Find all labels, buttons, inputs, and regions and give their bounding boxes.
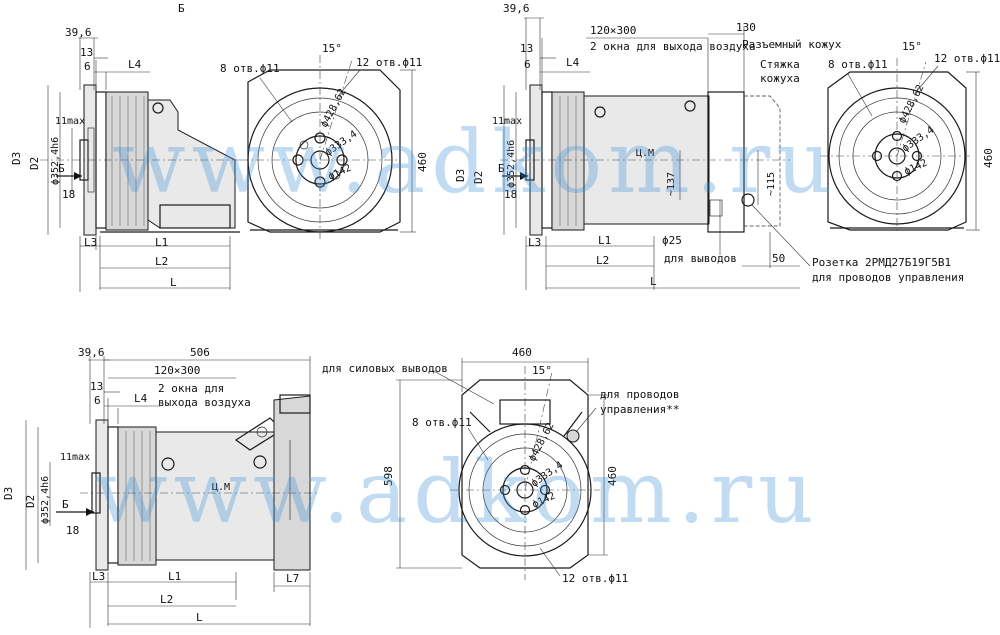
- view1-end-angle15: 15°: [322, 42, 342, 55]
- view3-dim-d3: D3: [2, 487, 15, 500]
- view3-dim-window: 120×300: [154, 364, 200, 377]
- view1-dim-39-6: 39,6: [65, 26, 92, 39]
- view2-end-frame: [827, 71, 967, 231]
- view1-dim-d3: D3: [10, 152, 23, 165]
- view1-end-h460: 460: [416, 152, 429, 172]
- view2-dim-39-6: 39,6: [503, 2, 530, 15]
- view3-dim-13: 13: [90, 380, 103, 393]
- view2-dim-6: 6: [524, 58, 531, 71]
- view3-end-h598: 598: [382, 466, 395, 486]
- view2-side: 39,6 13 6 L4 120×300 2 окна для выхода в…: [454, 2, 964, 290]
- view2-tie: Стяжка: [760, 58, 800, 71]
- view3-dim-l1: L1: [168, 570, 181, 583]
- view2-dim-50: 50: [772, 252, 785, 265]
- view3-dim-phi352: ϕ352,4h6: [40, 476, 51, 524]
- view2-dim-13: 13: [520, 42, 533, 55]
- view2-dim-d2: D2: [472, 171, 485, 184]
- watermark-bottom: www.adkom.ru: [94, 443, 820, 543]
- view2-dim-d3: D3: [454, 169, 467, 182]
- view3-housing: [117, 426, 157, 566]
- view2-end-holes8: 8 отв.ϕ11: [828, 58, 888, 71]
- view3-cm: Ц.М: [212, 482, 230, 493]
- view1-end-frame: [247, 69, 401, 233]
- view1-label-b: Б: [178, 2, 185, 15]
- view3-end-power-leads: для силовых выводов: [322, 362, 448, 375]
- view2-cover: [707, 91, 745, 233]
- view2-socket: [741, 193, 755, 207]
- view3-dim-l2: L2: [160, 593, 173, 606]
- view1-dim-13: 13: [80, 46, 93, 59]
- view2-dim-l4: L4: [566, 56, 580, 69]
- view2-end-angle15: 15°: [902, 40, 922, 53]
- view2-end-h460: 460: [982, 148, 995, 168]
- view3-dim-6: 6: [94, 394, 101, 407]
- view1-dim-l3: L3: [84, 236, 97, 249]
- view1-dim-6: 6: [84, 60, 91, 73]
- view3-window-note2: выхода воздуха: [158, 396, 251, 409]
- view3-side: 39,6 506 120×300 13 2 окна для выхода во…: [2, 346, 320, 628]
- view2-dim-l3: L3: [528, 236, 541, 249]
- view3-window-note1: 2 окна для: [158, 382, 224, 395]
- view2-arrow-b: Б: [498, 162, 505, 175]
- view2-dim-115: ~115: [766, 172, 777, 196]
- view3-arrow-b: Б: [62, 498, 69, 511]
- view2-split-cover: Разъемный кожух: [742, 38, 842, 51]
- view1-dim-l: L: [170, 276, 177, 289]
- view1-dim-11max: 11max: [55, 116, 85, 127]
- watermark-top: www.adkom.ru: [112, 113, 838, 213]
- view2-dim-130: 130: [736, 21, 756, 34]
- view3-dim-18: 18: [66, 524, 79, 537]
- view3-end-w460: 460: [512, 346, 532, 359]
- view2-dim-18: 18: [504, 188, 517, 201]
- view1-arrow-b: Б: [58, 162, 65, 175]
- view2-cm: Ц.М: [636, 148, 654, 159]
- view3-end-h460: 460: [606, 466, 619, 486]
- view3-dim-l7: L7: [286, 572, 299, 585]
- view2-dim-phi352: ϕ352,4h6: [506, 140, 517, 188]
- view2-dim-137: ~137: [666, 172, 677, 196]
- view3-dim-l4: L4: [134, 392, 148, 405]
- view1-dim-l2: L2: [155, 255, 168, 268]
- view3-dim-d2: D2: [24, 495, 37, 508]
- view2-window-note: 2 окна для выхода воздуха: [590, 40, 756, 53]
- view1-end-holes8: 8 отв.ϕ11: [220, 62, 280, 75]
- view3-dim-39-6: 39,6: [78, 346, 105, 359]
- view3-end-ctrl2: управления**: [600, 403, 679, 416]
- view3-dim-l3: L3: [92, 570, 105, 583]
- view3-end-holes8: 8 отв.ϕ11: [412, 416, 472, 429]
- view1-end-holes12: 12 отв.ϕ11: [356, 56, 422, 69]
- view3-dim-11max: 11max: [60, 452, 90, 463]
- view1-housing: [105, 91, 149, 231]
- view1-dim-l4: L4: [128, 58, 142, 71]
- view3-end-angle15: 15°: [532, 364, 552, 377]
- view2-leads: для выводов: [664, 252, 737, 265]
- view3-end-holes12: 12 отв.ϕ11: [562, 572, 628, 585]
- view3-end-ctrl-plug: [566, 429, 580, 443]
- view2-dim-l2: L2: [596, 254, 609, 267]
- view2-end-holes12: 12 отв.ϕ11: [934, 52, 1000, 65]
- view1-dim-phi352: ϕ352,4h6: [50, 137, 61, 185]
- view2-dim-l1: L1: [598, 234, 611, 247]
- view1-dim-d2: D2: [28, 157, 41, 170]
- view3-dim-l: L: [196, 611, 203, 624]
- view2-tie2: кожуха: [760, 72, 800, 85]
- view3-end-ctrl1: для проводов: [600, 388, 679, 401]
- view3-body: [155, 431, 275, 561]
- view3-dim-506: 506: [190, 346, 210, 359]
- view2-end: 8 отв.ϕ11 15° 12 отв.ϕ11 ϕ428,62 ϕ333,4 …: [820, 40, 1000, 234]
- view1-side: 39,6 13 6 L4 Б D3 D2 ϕ352,4h6 11max Б 18…: [10, 2, 240, 292]
- view2-end-phi142: ϕ142: [903, 158, 929, 178]
- view2-dim-window: 120×300: [590, 24, 636, 37]
- view2-socket-note: для проводов управления: [812, 271, 964, 284]
- view2-dim-11max: 11max: [492, 116, 522, 127]
- view1-dim-l1: L1: [155, 236, 168, 249]
- view2-dim-l: L: [650, 275, 657, 288]
- view2-dim-phi25: ϕ25: [662, 234, 682, 247]
- view2-socket-label: Розетка 2РМД27Б19Г5В1: [812, 256, 951, 269]
- view3-terminal-box: [273, 395, 311, 571]
- view1-dim-18: 18: [62, 188, 75, 201]
